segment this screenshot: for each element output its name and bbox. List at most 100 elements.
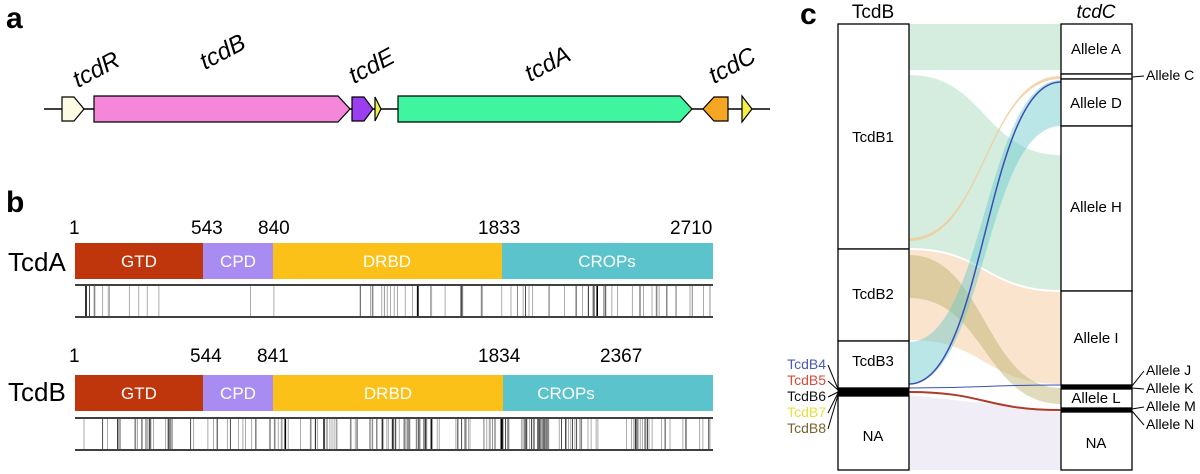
node-allele-h [1060, 125, 1133, 292]
position-label: 840 [258, 218, 290, 239]
domain-label: CPD [220, 252, 256, 271]
flow-tcdb1-allele-a [909, 24, 1061, 70]
gene-orf-small-2 [741, 94, 753, 124]
gene-arrow [93, 95, 351, 123]
gene-arrow [61, 96, 85, 122]
protein-name: TcdA [8, 247, 66, 277]
node-allele-c [1060, 73, 1133, 80]
variation-track-tcda [75, 284, 713, 318]
position-label: 544 [190, 346, 222, 367]
domain-label: CPD [220, 384, 256, 403]
position-label: 1 [69, 218, 80, 239]
node-label: TcdB1 [852, 129, 894, 146]
node-label: Allele D [1070, 95, 1122, 112]
panel-b-letter: b [6, 186, 24, 219]
sankey-thin-flows [908, 81, 1062, 411]
node-label: TcdB3 [852, 353, 894, 370]
position-label: 1834 [478, 346, 521, 367]
side-label-allele-m: Allele M [1146, 398, 1196, 414]
flow-tcdb1-allele-h [909, 75, 1061, 290]
protein-tcda: 1 543 840 1833 2710 TcdA GTD CPD DRBD CR… [8, 218, 713, 318]
domain-crops [502, 243, 713, 279]
node-tcdb2 [837, 248, 910, 342]
flow-tcdb4 [908, 81, 1062, 385]
side-label-tcdb8: TcdB8 [787, 420, 826, 436]
gene-label-tcdE: tcdE [344, 42, 400, 89]
node-label: TcdB2 [852, 286, 894, 303]
left-nodes: TcdB1 TcdB2 TcdB3 NA [837, 23, 910, 471]
variation-track-tcdb [75, 417, 713, 451]
position-label: 2367 [600, 346, 642, 367]
node-tcdb4-8 [837, 387, 910, 397]
gene-label-tcdA: tcdA [520, 41, 575, 87]
flow-tcdb5 [908, 391, 1062, 411]
domain-label: GTD [121, 252, 157, 271]
node-allele-a [1060, 23, 1133, 75]
side-label-allele-k: Allele K [1146, 380, 1194, 396]
domain-label: DRBD [364, 384, 412, 403]
gene-orf-small-1 [374, 96, 382, 122]
domain-drbd [273, 243, 502, 279]
node-tcdb1 [837, 23, 910, 250]
domain-cpd [203, 375, 273, 411]
gene-tcdB: tcdB [93, 29, 351, 123]
flow-tcdb2-allele-l [909, 255, 1061, 404]
node-allele-i [1060, 290, 1133, 386]
domain-label: GTD [121, 384, 157, 403]
side-label-allele-j: Allele J [1146, 362, 1191, 378]
right-nodes: Allele A Allele D Allele H Allele I Alle… [1060, 23, 1133, 471]
domain-gtd [75, 375, 203, 411]
gene-label-tcdC: tcdC [704, 42, 761, 89]
right-side-labels: Allele C Allele J Allele K Allele M Alle… [1131, 67, 1196, 432]
domain-label: DRBD [363, 252, 411, 271]
gene-arrow [741, 94, 753, 124]
domain-crops [503, 375, 713, 411]
node-label: Allele H [1070, 199, 1122, 216]
node-label: NA [1086, 435, 1107, 452]
position-label: 841 [257, 346, 289, 367]
domain-cpd [203, 243, 273, 279]
left-header: TcdB [852, 2, 894, 23]
position-label: 1833 [478, 218, 520, 239]
left-side-labels: TcdB4 TcdB5 TcdB6 TcdB7 TcdB8 [787, 356, 839, 436]
protein-tcdb: 1 544 841 1834 2367 TcdB GTD CPD DRBD CR… [8, 346, 713, 451]
position-label: 1 [69, 346, 80, 367]
domain-label: CROPs [537, 384, 595, 403]
flow-tcdb1-allele-c [909, 76, 1061, 241]
domain-label: CROPs [578, 252, 636, 271]
position-label: 2710 [670, 218, 712, 239]
node-label: Allele A [1071, 41, 1121, 58]
side-label-tcdb6: TcdB6 [787, 388, 826, 404]
side-label-tcdb5: TcdB5 [787, 372, 826, 388]
panel-c-letter: c [800, 0, 817, 31]
flow-tcdb2-allele-i [909, 250, 1061, 384]
protein-name: TcdB [8, 377, 66, 407]
gene-label-tcdR: tcdR [68, 46, 124, 93]
domain-drbd [273, 375, 503, 411]
gene-arrow [351, 96, 374, 122]
side-label-tcdb7: TcdB7 [787, 404, 826, 420]
domain-gtd [75, 243, 203, 279]
gene-tcdC: tcdC [702, 42, 761, 122]
side-label-allele-n: Allele N [1146, 416, 1194, 432]
sankey-flows [909, 24, 1061, 470]
node-na-left [837, 395, 910, 471]
node-label: Allele I [1073, 330, 1118, 347]
position-label: 543 [191, 218, 223, 239]
flow-na-na [909, 395, 1061, 470]
node-label: Allele L [1071, 390, 1120, 407]
gene-arrow [374, 96, 382, 122]
side-label-tcdb4: TcdB4 [787, 356, 826, 372]
right-header: tcdC [1076, 2, 1115, 23]
panel-a-letter: a [6, 2, 23, 35]
node-tcdb3 [837, 340, 910, 389]
node-label: NA [863, 428, 884, 445]
node-na-right [1060, 411, 1133, 471]
gene-label-tcdB: tcdB [195, 29, 250, 75]
gene-arrow [702, 96, 729, 122]
side-label-allele-c: Allele C [1146, 67, 1194, 83]
node-allele-d [1060, 78, 1133, 127]
gene-arrow [397, 95, 693, 123]
flow-tcdb4-allele-k [908, 384, 1062, 389]
